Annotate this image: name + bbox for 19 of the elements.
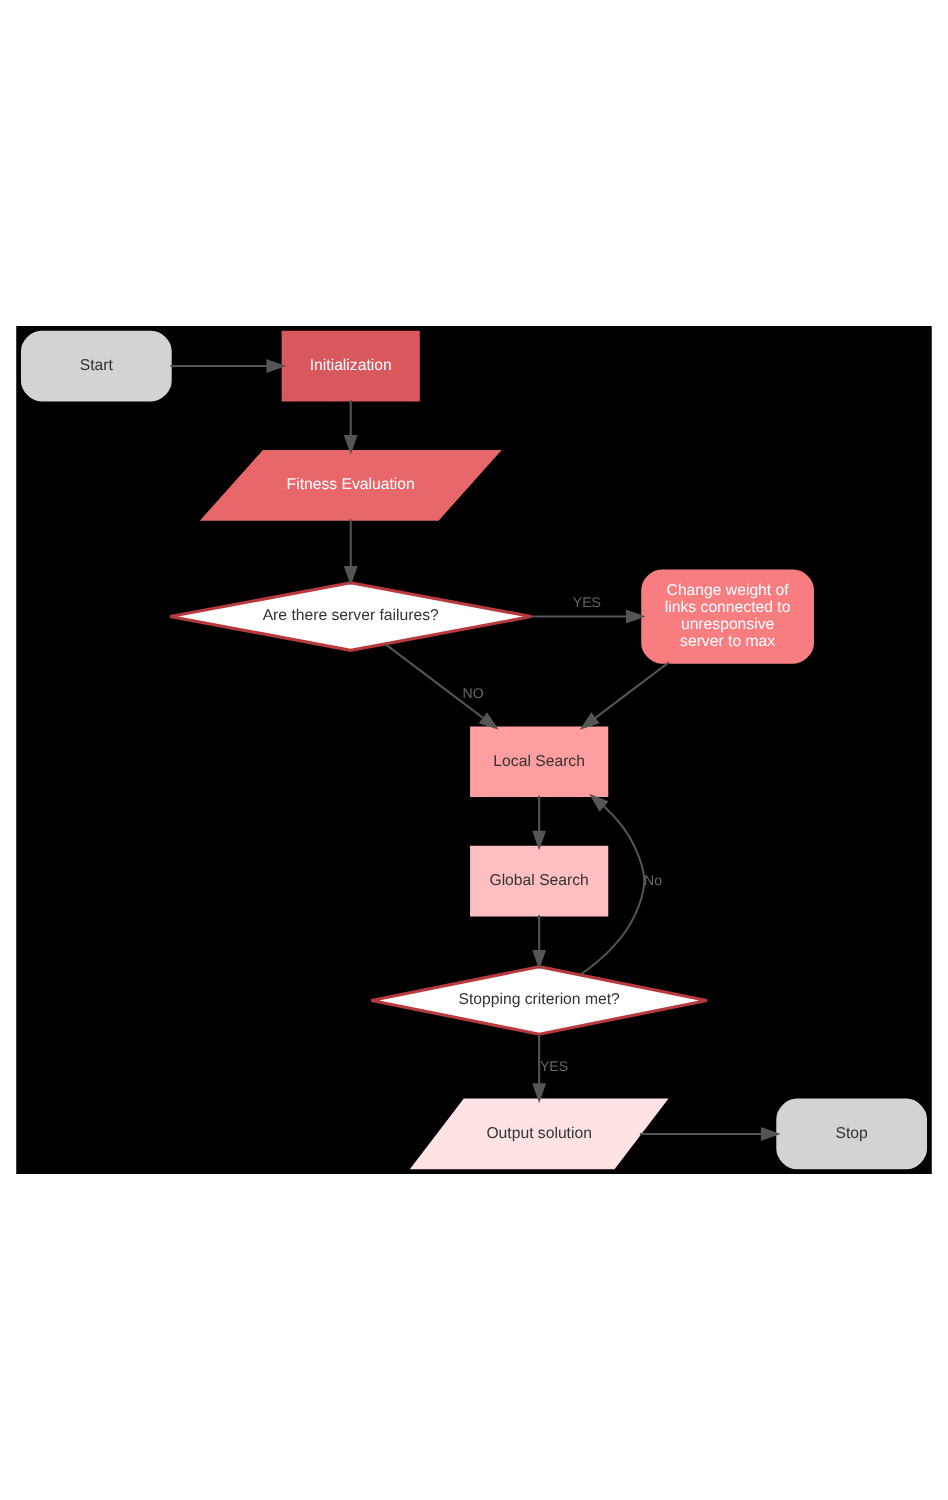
arrow [579, 793, 646, 976]
node-box: Local Search [470, 726, 609, 798]
node-diamond: Are there server failures? [168, 581, 533, 652]
node-box: Global Search [470, 845, 609, 917]
node-box: Initialization [281, 330, 420, 402]
arrow [532, 795, 547, 851]
arrow [343, 519, 358, 586]
arrow [384, 643, 499, 730]
arrow [170, 359, 287, 373]
node-diamond: Stopping criterion met? [369, 965, 709, 1036]
arrow [530, 609, 646, 624]
arrow [532, 915, 547, 970]
arrow [579, 661, 670, 730]
node-box: Stop [776, 1098, 928, 1170]
arrow [639, 1127, 781, 1141]
node-box: Change weight of links connected to unresponsive server to max [641, 569, 814, 664]
node-box: Start [20, 330, 172, 402]
arrow [343, 400, 358, 455]
arrow [532, 1034, 547, 1104]
